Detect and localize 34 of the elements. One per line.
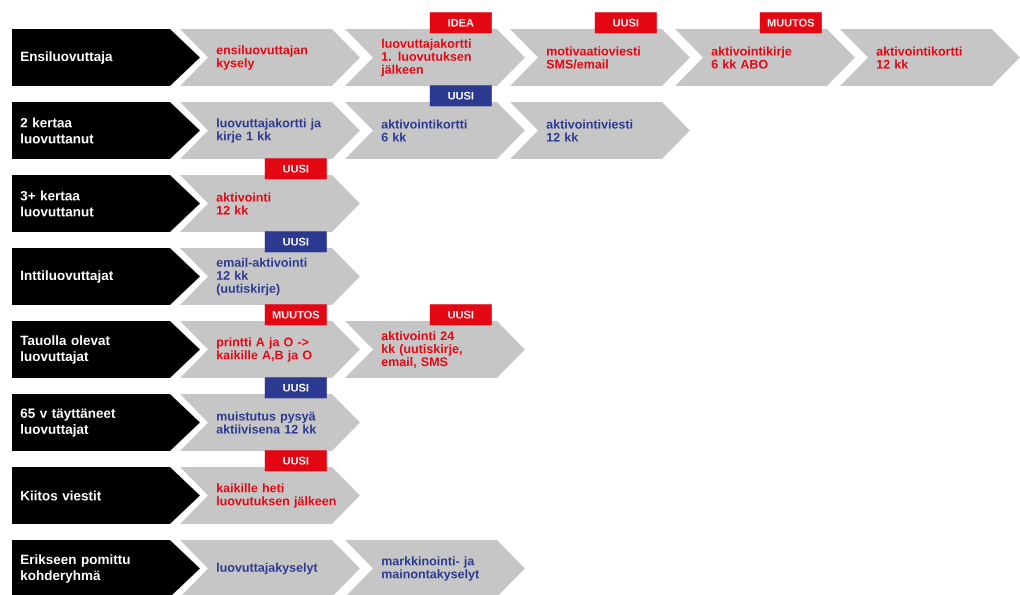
category-banner: Ensiluovuttaja bbox=[12, 29, 200, 86]
tag-label: UUSI bbox=[264, 158, 327, 180]
category-banner: Tauolla olevat luovuttajat bbox=[12, 321, 200, 378]
step-banner: aktivointi 12 kk bbox=[180, 175, 360, 232]
step-banner: kaikille heti luovutuksen jälkeen bbox=[180, 467, 360, 524]
tag-label: UUSI bbox=[429, 85, 492, 107]
tag-label: UUSI bbox=[264, 231, 327, 253]
tag-label: MUUTOS bbox=[759, 12, 822, 34]
category-banner: Erikseen pomittu kohderyhmä bbox=[12, 540, 200, 595]
category-banner: Inttiluovuttajat bbox=[12, 248, 200, 305]
category-banner: 2 kertaa luovuttanut bbox=[12, 102, 200, 159]
step-banner: luovuttajakortti ja kirje 1 kk bbox=[180, 102, 360, 159]
step-banner: aktivointikortti 12 kk bbox=[840, 29, 1020, 86]
step-banner: printti A ja O -> kaikille A,B ja O bbox=[180, 321, 360, 378]
step-banner: aktivointikirje 6 kk ABO bbox=[675, 29, 855, 86]
category-banner: 3+ kertaa luovuttanut bbox=[12, 175, 200, 232]
step-banner: markkinointi- ja mainontakyselyt bbox=[345, 540, 525, 595]
step-banner: aktivointi 24 kk (uutiskirje, email, SMS bbox=[345, 321, 525, 378]
category-banner: Kiitos viestit bbox=[12, 467, 200, 524]
step-banner: email-aktivointi 12 kk (uutiskirje) bbox=[180, 248, 360, 305]
tag-label: IDEA bbox=[429, 12, 492, 34]
step-banner: aktivointiviesti 12 kk bbox=[510, 102, 690, 159]
category-banner: 65 v täyttäneet luovuttajat bbox=[12, 394, 200, 451]
step-banner: aktivointikortti 6 kk bbox=[345, 102, 525, 159]
tag-label: UUSI bbox=[264, 450, 327, 472]
tag-label: UUSI bbox=[594, 12, 657, 34]
step-banner: luovuttajakyselyt bbox=[180, 540, 360, 595]
tag-label: UUSI bbox=[264, 377, 327, 399]
tag-label: MUUTOS bbox=[264, 304, 327, 326]
step-banner: luovuttajakortti 1. luovutuksen jälkeen bbox=[345, 29, 525, 86]
tag-label: UUSI bbox=[429, 304, 492, 326]
step-banner: muistutus pysyä aktiivisena 12 kk bbox=[180, 394, 360, 451]
step-banner: motivaatioviesti SMS/email bbox=[510, 29, 690, 86]
step-banner: ensiluovuttajan kysely bbox=[180, 29, 360, 86]
